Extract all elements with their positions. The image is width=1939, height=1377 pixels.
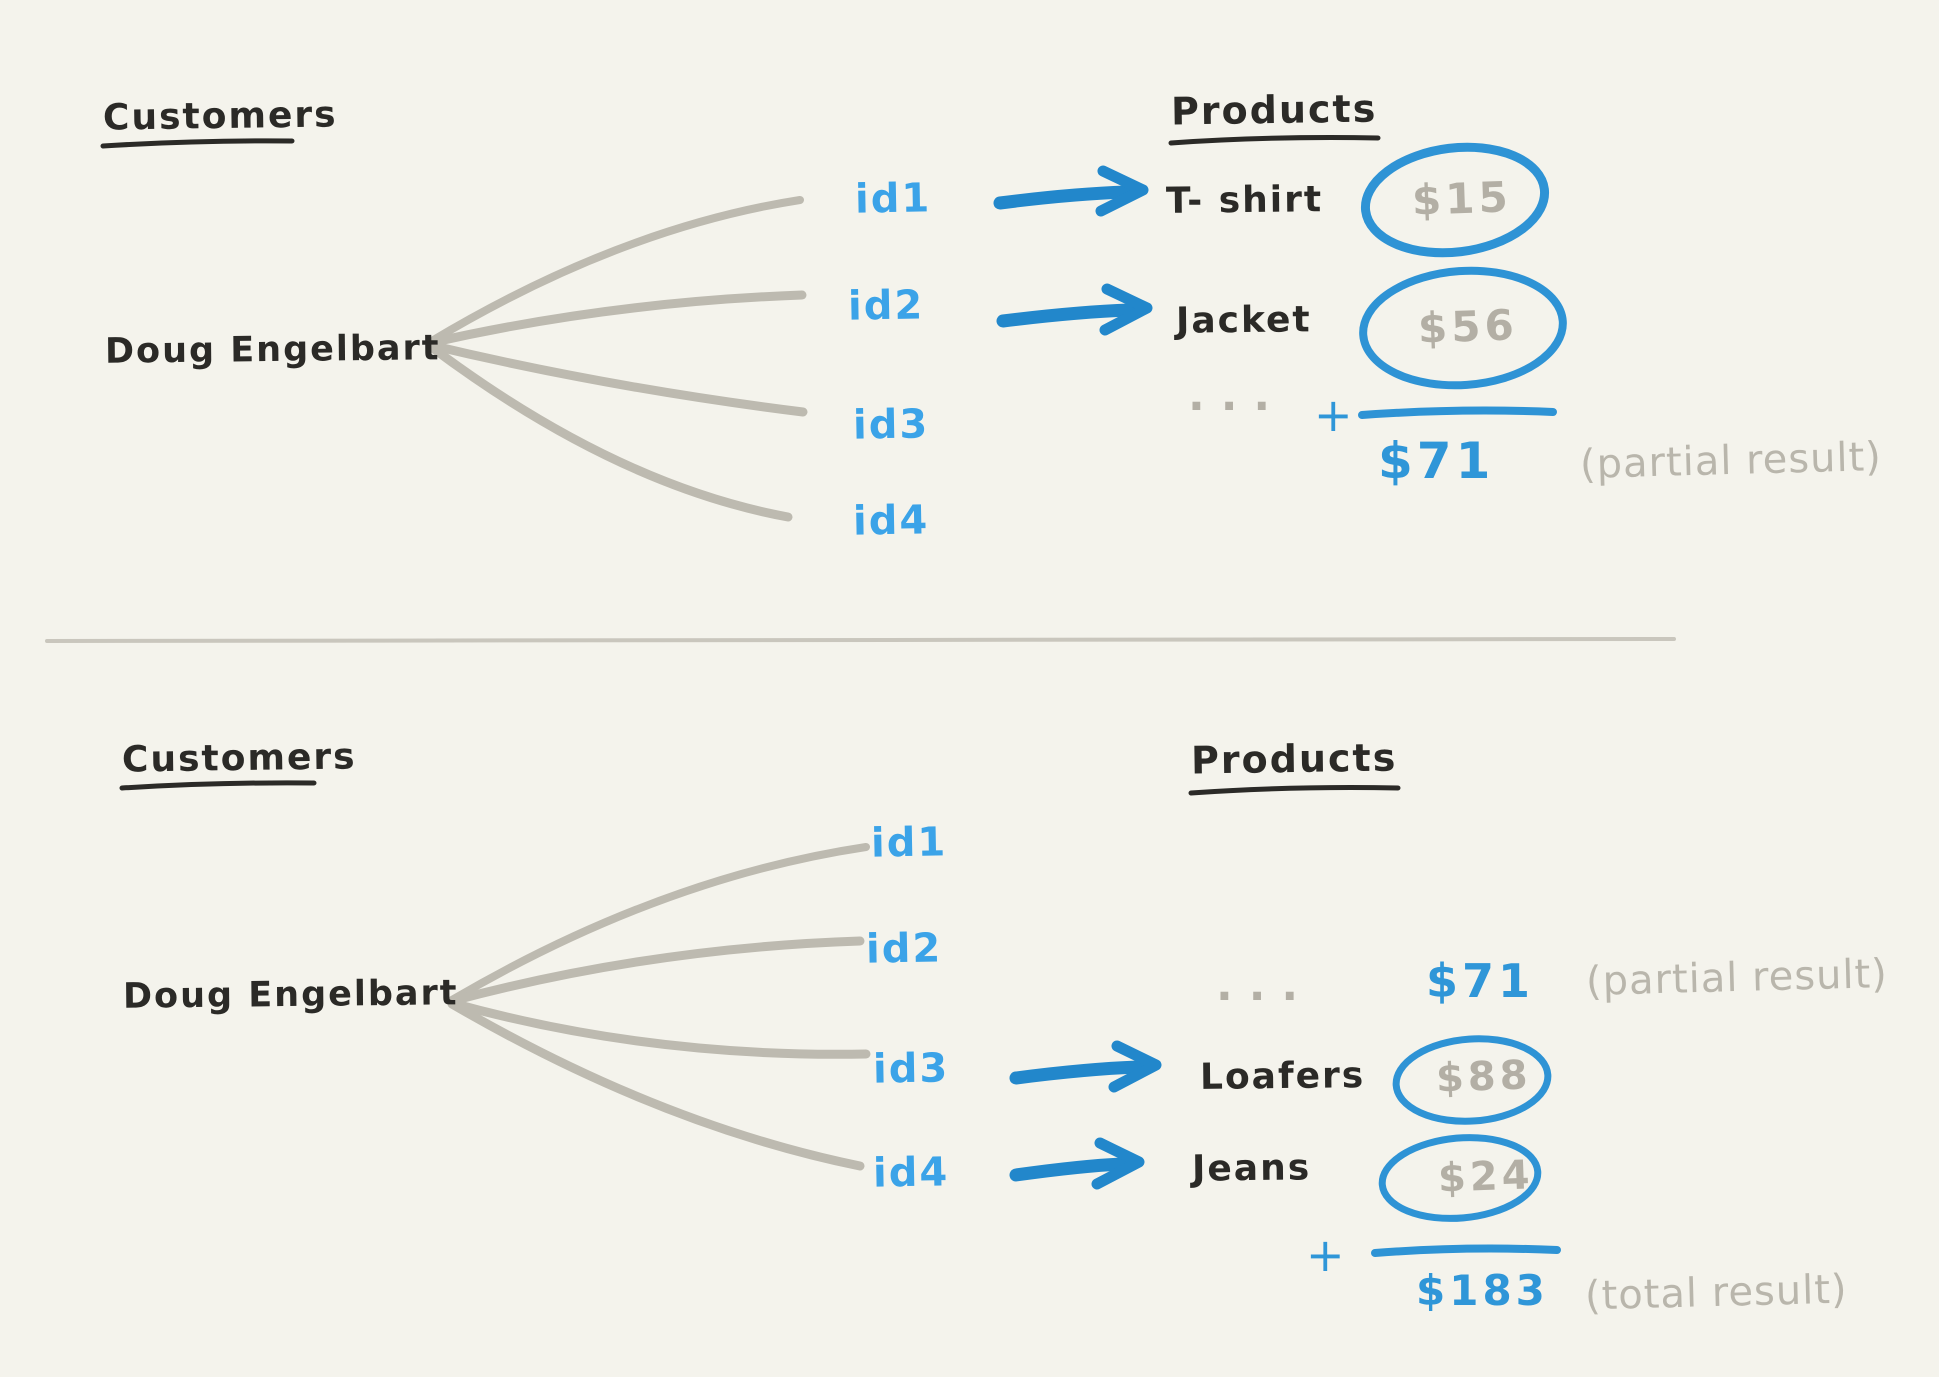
- product-loafers-label: Loafers: [1199, 1055, 1366, 1098]
- price-circle-56: [1359, 266, 1567, 390]
- arrow-id2-to-jacket-icon: [996, 283, 1153, 336]
- customers-heading-top: Customers: [102, 94, 338, 139]
- id2-label-bottom: id2: [865, 925, 943, 973]
- ellipsis-bottom: ...: [1216, 960, 1315, 1011]
- fan-line-top-id3: [425, 340, 808, 417]
- id2-label-top: id2: [847, 282, 925, 330]
- sum-line-top: [1358, 406, 1557, 419]
- id4-label-top: id4: [852, 497, 930, 545]
- carried-sum-value: $71: [1426, 954, 1535, 1008]
- price-jeans-value: $24: [1437, 1152, 1535, 1202]
- section-divider: [45, 637, 1676, 643]
- partial-result-note-top: (partial result): [1579, 434, 1883, 488]
- customer-name-top: Doug Engelbart: [104, 328, 441, 372]
- price-jacket-value: $56: [1417, 300, 1519, 353]
- id1-label-top: id1: [854, 175, 932, 223]
- underline-products-top: [1168, 135, 1381, 146]
- plus-sign-top: +: [1314, 388, 1355, 442]
- total-result-note: (total result): [1584, 1266, 1849, 1320]
- customer-name-bottom: Doug Engelbart: [122, 973, 459, 1017]
- products-heading-bottom: Products: [1190, 735, 1398, 783]
- id3-label-top: id3: [852, 401, 930, 449]
- price-circle-15: [1360, 142, 1550, 258]
- fan-line-bottom-id1: [448, 843, 870, 1004]
- product-tshirt-label: T- shirt: [1165, 179, 1324, 222]
- id4-label-bottom: id4: [872, 1149, 950, 1197]
- partial-sum-value: $71: [1378, 432, 1495, 490]
- id1-label-bottom: id1: [870, 819, 948, 867]
- customers-heading-bottom: Customers: [121, 736, 357, 781]
- fan-line-top-id2: [425, 290, 807, 348]
- total-sum-value: $183: [1416, 1266, 1549, 1315]
- ellipsis-top: ...: [1188, 370, 1287, 421]
- price-circle-24: [1378, 1134, 1542, 1222]
- price-loafers-value: $88: [1435, 1052, 1533, 1102]
- id3-label-bottom: id3: [872, 1045, 950, 1093]
- sum-line-bottom: [1371, 1244, 1561, 1257]
- arrow-id4-to-jeans-icon: [1009, 1137, 1145, 1190]
- arrow-id1-to-tshirt-icon: [993, 165, 1149, 217]
- product-jacket-label: Jacket: [1175, 299, 1312, 342]
- fan-line-top-id4: [425, 341, 793, 522]
- fan-line-bottom-id4: [447, 999, 865, 1171]
- underline-customers-bottom: [119, 780, 317, 791]
- products-heading-top: Products: [1170, 86, 1378, 134]
- product-jeans-label: Jeans: [1191, 1147, 1312, 1190]
- partial-result-note-bottom: (partial result): [1585, 951, 1889, 1005]
- fan-line-bottom-id3: [447, 998, 871, 1059]
- fan-line-bottom-id2: [447, 936, 865, 1006]
- underline-products-bottom: [1188, 785, 1401, 796]
- price-circle-88: [1392, 1035, 1552, 1125]
- underline-customers-top: [100, 138, 295, 149]
- price-tshirt-value: $15: [1411, 172, 1513, 225]
- arrow-id3-to-loafers-icon: [1009, 1040, 1162, 1093]
- fan-line-top-id1: [426, 196, 804, 346]
- plus-sign-bottom: +: [1306, 1228, 1347, 1282]
